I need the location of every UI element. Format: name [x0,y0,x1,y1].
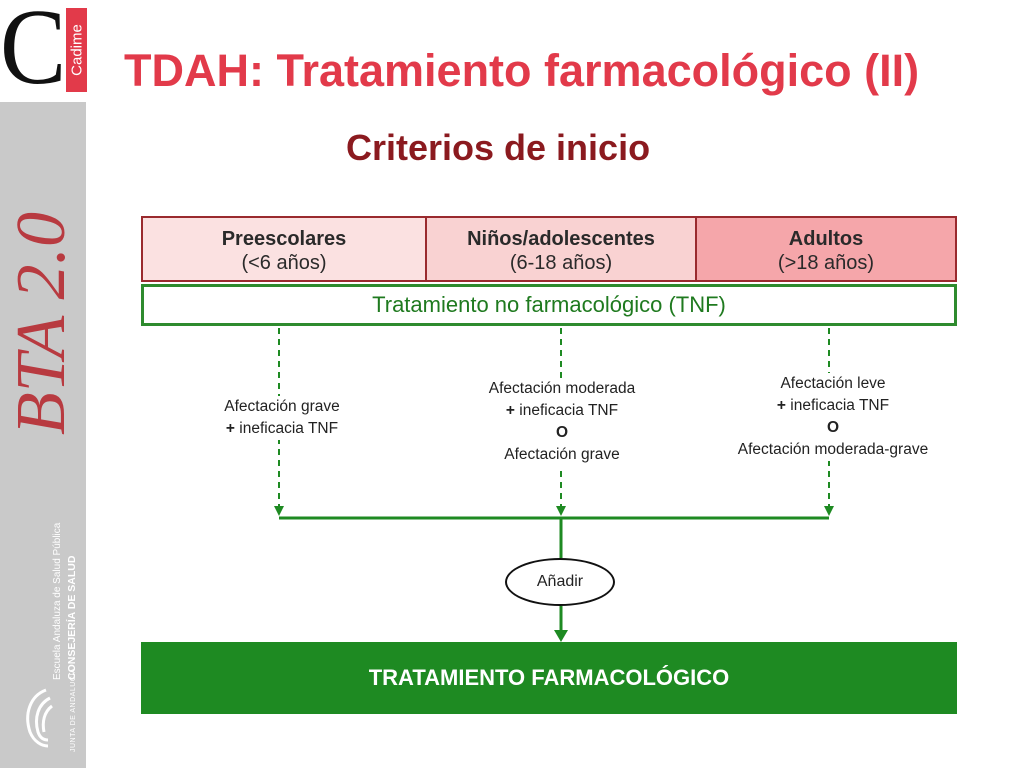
condition-plus: + [225,420,235,437]
age-box-name: Preescolares [221,228,347,250]
add-node: Añadir [505,558,615,606]
condition-plus: + [776,397,786,414]
condition-or: O [555,424,569,441]
condition-line: Afectación grave [504,446,620,463]
age-box-ninos-adolescentes: Niños/adolescentes (6-18 años) [425,216,697,282]
condition-line: Afectación moderada [488,380,636,397]
condition-line: + ineficacia TNF [476,400,648,422]
age-box-range: (6-18 años) [509,252,613,274]
condition-text: ineficacia TNF [790,397,890,414]
condition-or: O [826,419,840,436]
condition-text: ineficacia TNF [239,420,339,437]
pharmacological-treatment-box: TRATAMIENTO FARMACOLÓGICO [141,642,957,714]
junta-emblem-icon [26,688,53,748]
age-box-preescolares: Preescolares (<6 años) [141,216,427,282]
condition-line: + ineficacia TNF [214,418,350,440]
age-box-name: Niños/adolescentes [467,228,655,250]
condition-line: Afectación moderada-grave [737,441,929,458]
condition-adultos: Afectación leve + ineficacia TNF O Afect… [722,373,944,461]
age-box-name: Adultos [788,228,864,250]
page-title: TDAH: Tratamiento farmacológico (II) [124,45,920,96]
condition-preescolares: Afectación grave + ineficacia TNF [212,396,352,440]
arrowhead-adultos [824,506,834,516]
condition-line: Afectación grave [224,398,340,415]
cadime-logo-letter: C [0,0,67,107]
tnf-box: Tratamiento no farmacológico (TNF) [141,284,957,326]
arrowhead-pharma [554,630,568,642]
arrowhead-ninos [556,506,566,516]
condition-line: + ineficacia TNF [724,395,942,417]
arrowhead-preescolares [274,506,284,516]
condition-ninos-adolescentes: Afectación moderada + ineficacia TNF O A… [474,378,650,466]
age-box-range: (>18 años) [777,252,875,274]
age-box-adultos: Adultos (>18 años) [695,216,957,282]
sidebar [0,102,86,768]
condition-line: Afectación leve [780,375,886,392]
condition-plus: + [505,402,515,419]
page-subtitle: Criterios de inicio [346,127,651,168]
condition-text: ineficacia TNF [519,402,619,419]
age-box-range: (<6 años) [241,252,327,274]
cadime-logo-tab: Cadime [66,8,87,92]
